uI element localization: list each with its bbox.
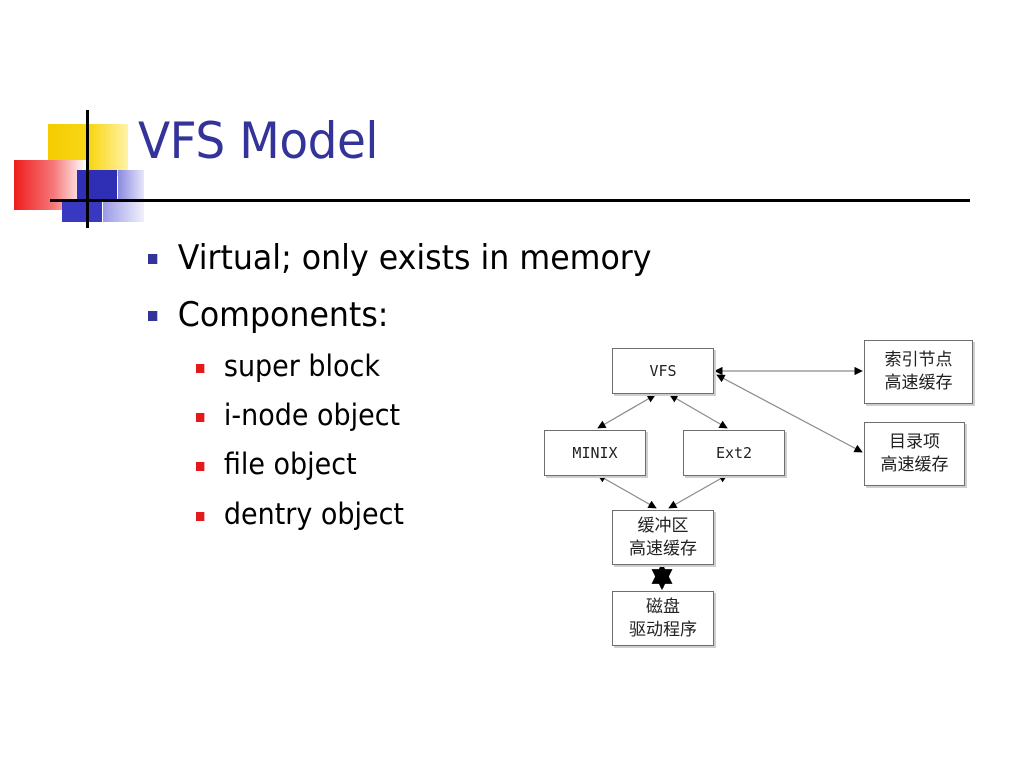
sub-bullet-text: i-node object xyxy=(223,398,401,432)
logo-light-blue-square-lower xyxy=(103,200,144,222)
bullet-text: Virtual; only exists in memory xyxy=(177,238,652,278)
connector-vfs-minix xyxy=(597,394,656,429)
connector-minix-buffer xyxy=(597,474,657,509)
logo-vertical-line xyxy=(86,110,89,228)
connector-vfs-ext2 xyxy=(669,394,728,429)
node-dentry-cache: 目录项 高速缓存 xyxy=(864,422,965,486)
bullet-square-icon xyxy=(148,311,158,321)
bullet-text: Components: xyxy=(177,295,389,335)
sub-bullet-square-icon xyxy=(196,462,205,471)
slide-title: VFS Model xyxy=(138,112,379,170)
node-inode-cache: 索引节点 高速缓存 xyxy=(864,340,973,404)
diagram-connectors xyxy=(597,366,863,591)
sub-bullet-text: dentry object xyxy=(223,497,405,531)
logo-blue-square-lower xyxy=(62,200,102,222)
connector-vfs-dentry-cache xyxy=(716,374,863,453)
node-vfs: VFS xyxy=(612,348,714,394)
node-buffer-cache: 缓冲区 高速缓存 xyxy=(612,510,714,565)
sub-bullet-square-icon xyxy=(196,364,205,373)
logo-light-blue-square xyxy=(118,170,144,199)
sub-bullet-text: super block xyxy=(223,349,380,383)
bullet-square-icon xyxy=(148,254,158,264)
node-minix: MINIX xyxy=(544,430,646,476)
node-disk-driver: 磁盘 驱动程序 xyxy=(612,591,714,646)
connector-ext2-buffer xyxy=(668,474,728,509)
title-underline xyxy=(50,199,970,202)
sub-bullet-square-icon xyxy=(196,413,205,422)
sub-bullet-text: file object xyxy=(223,447,357,481)
sub-bullet-square-icon xyxy=(196,512,205,521)
logo-blue-square xyxy=(77,170,117,199)
node-ext2: Ext2 xyxy=(683,430,785,476)
vfs-diagram: VFS MINIX Ext2 索引节点 高速缓存 目录项 高速缓存 缓冲区 高速… xyxy=(530,330,980,660)
